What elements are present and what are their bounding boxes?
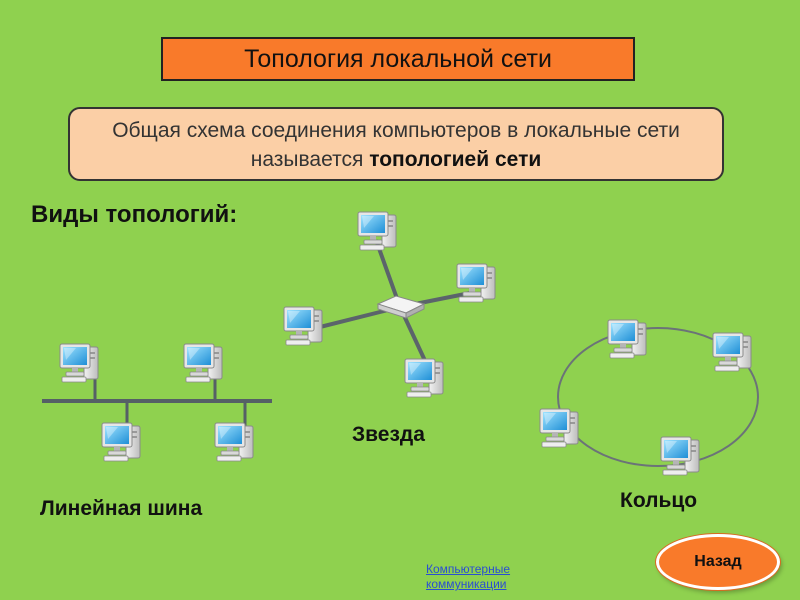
computer-icon [283, 306, 323, 346]
star-topology [283, 211, 496, 398]
ring-topology [539, 319, 759, 476]
page-title-text: Топология локальной сети [244, 44, 552, 73]
computer-communications-link[interactable]: Компьютерные коммуникации [426, 562, 510, 592]
back-button[interactable]: Назад [656, 534, 780, 590]
definition-emphasis: топологией сети [369, 148, 542, 171]
definition-box: Общая схема соединения компьютеров в лок… [68, 107, 724, 181]
computer-icon [712, 332, 752, 372]
definition-text: Общая схема соединения компьютеров в лок… [112, 119, 680, 171]
back-button-label: Назад [694, 553, 742, 570]
link-line-2: коммуникации [426, 577, 507, 591]
computer-icon [59, 343, 99, 383]
computer-icon [660, 436, 700, 476]
computer-icon [607, 319, 647, 359]
computer-icon [101, 422, 141, 462]
star-label: Звезда [352, 423, 425, 446]
computer-icon [539, 408, 579, 448]
computer-icon [214, 422, 254, 462]
page-title: Топология локальной сети [161, 37, 635, 81]
computer-icon [404, 358, 444, 398]
link-line-1: Компьютерные [426, 562, 511, 576]
bus-topology [42, 343, 272, 462]
ring-link [557, 327, 759, 467]
types-heading: Виды топологий: [31, 201, 238, 228]
hub-icon [376, 295, 426, 319]
bus-label: Линейная шина [40, 497, 203, 520]
computer-icon [183, 343, 223, 383]
computer-icon [357, 211, 397, 251]
ring-label: Кольцо [620, 489, 698, 512]
